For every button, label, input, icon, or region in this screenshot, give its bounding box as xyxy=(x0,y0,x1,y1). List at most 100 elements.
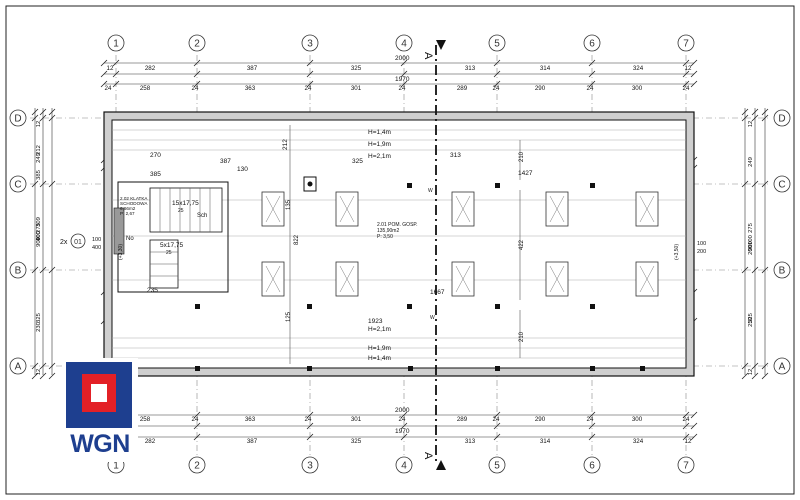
dim-left-2: 249 xyxy=(36,153,42,163)
tick-h-5-310 xyxy=(306,433,314,441)
axis-label-col-2: 2 xyxy=(194,461,200,472)
tick-h-2-686 xyxy=(682,80,690,88)
axis-bubble-col-4 xyxy=(395,456,413,474)
room-201-level: P: 3,50 xyxy=(377,234,393,240)
axis-bubble-side xyxy=(70,233,86,249)
logo-mark xyxy=(66,362,132,428)
tick-h-0-104 xyxy=(100,59,108,67)
tick-v-2-376 xyxy=(48,372,56,380)
axis-label-col-7: 7 xyxy=(683,461,689,472)
dim-135-a: 135 xyxy=(286,199,292,210)
height-2-1-top: H=2,1m xyxy=(368,153,391,160)
dim-right-1: 249 xyxy=(748,157,754,167)
dim-top-row2-10: 24 xyxy=(587,85,594,92)
axis-label-col-2: 2 xyxy=(194,39,200,50)
dim-bottom-row2-4: 313 xyxy=(465,438,476,445)
height-2-1-bottom: H=2,1m xyxy=(368,326,391,333)
dim-bottom-row1-1: 258 xyxy=(140,416,151,423)
axis-bubble-col-3 xyxy=(301,456,319,474)
axis-bubble-col-7 xyxy=(677,34,695,52)
vent-label-bottom: W xyxy=(430,315,435,321)
tick-v-5-270 xyxy=(761,266,769,274)
tick-v-2-366 xyxy=(48,362,56,370)
axis-label-row-C: C xyxy=(778,180,785,191)
axis-label-side: 01 xyxy=(74,239,82,246)
axis-label-row-B: B xyxy=(15,266,22,277)
tick-h-2-404 xyxy=(400,80,408,88)
tick-h-0-686 xyxy=(682,59,690,67)
dim-385-inner: 385 xyxy=(150,171,161,178)
axis-bubble-col-5 xyxy=(488,34,506,52)
tick-h-2-197 xyxy=(193,80,201,88)
axis-bubble-row-D xyxy=(773,109,791,127)
dim-1923: 1923 xyxy=(368,318,383,325)
tick-v-2-184 xyxy=(48,180,56,188)
dim-top-row1-7: 12 xyxy=(685,65,692,72)
tick-h-5-404 xyxy=(400,433,408,441)
tick-h-3-694 xyxy=(690,411,698,419)
tick-v-2-270 xyxy=(48,266,56,274)
tick-v-3-112 xyxy=(741,108,749,116)
dim-top-row2-9: 290 xyxy=(535,85,546,92)
axis-label-col-1: 1 xyxy=(113,461,119,472)
tick-h-5-197 xyxy=(193,433,201,441)
dim-bottom-row2-5: 314 xyxy=(540,438,551,445)
tick-v-3-270 xyxy=(741,266,749,274)
dim-bottom-row1-10: 24 xyxy=(587,416,594,423)
axis-label-col-3: 3 xyxy=(307,461,313,472)
tick-v-2-118 xyxy=(48,114,56,122)
opening-right-w: 100 xyxy=(697,241,706,247)
axis-bubble-col-5 xyxy=(488,456,506,474)
tick-v-4-112 xyxy=(751,108,759,116)
tick-h-3-404 xyxy=(400,411,408,419)
tick-v-0-270 xyxy=(31,266,39,274)
height-1-9-bottom: H=1,9m xyxy=(368,345,391,352)
dim-top-row2-11: 300 xyxy=(632,85,643,92)
tick-h-2-116 xyxy=(112,80,120,88)
stair-room xyxy=(113,181,229,293)
dim-bottom-row1-5: 301 xyxy=(351,416,362,423)
dim-right-3: 100 xyxy=(748,235,754,245)
axis-bubble-col-7 xyxy=(677,456,695,474)
tick-v-0-112 xyxy=(31,108,39,116)
dim-422: 422 xyxy=(519,239,525,250)
dim-top-row2-2: 24 xyxy=(192,85,199,92)
dim-top-row1-3: 325 xyxy=(351,65,362,72)
tick-h-4-686 xyxy=(682,422,690,430)
dim-bottom-row1-2: 24 xyxy=(192,416,199,423)
drawing-frame xyxy=(5,5,795,495)
opening-left-h: 400 xyxy=(92,245,101,251)
dim-313-inner: 313 xyxy=(450,152,461,159)
dim-bottom-row1-6: 24 xyxy=(399,416,406,423)
tick-v-4-366 xyxy=(751,362,759,370)
tick-h-2-310 xyxy=(306,80,314,88)
dim-left-11: 12 xyxy=(36,369,42,375)
dim-right-4: 200 xyxy=(748,245,754,255)
level-left: (+3,30) xyxy=(118,244,124,260)
tick-h-1-592 xyxy=(588,70,596,78)
axis-bubble-row-B xyxy=(9,261,27,279)
dim-bottom-row1-8: 24 xyxy=(493,416,500,423)
axis-label-col-4: 4 xyxy=(401,39,407,50)
dim-bottom-row1-11: 300 xyxy=(632,416,643,423)
dim-bottom-row2-6: 324 xyxy=(633,438,644,445)
dim-top-row2-0: 24 xyxy=(105,85,112,92)
dim-left-0: 12 xyxy=(36,121,42,127)
dim-bottom-row1-7: 289 xyxy=(457,416,468,423)
dim-top-row1-1: 282 xyxy=(145,65,156,72)
dim-212-inner: 212 xyxy=(282,139,289,150)
tick-h-2-104 xyxy=(100,80,108,88)
axis-bubble-col-4 xyxy=(395,34,413,52)
vent-label-top: W xyxy=(428,188,433,194)
dim-822: 822 xyxy=(294,234,300,245)
tick-v-5-376 xyxy=(761,372,769,380)
section-label-bottom: A xyxy=(422,452,434,460)
height-1-4-bottom: H=1,4m xyxy=(368,355,391,362)
axis-bubble-col-6 xyxy=(583,456,601,474)
tick-h-0-310 xyxy=(306,59,314,67)
dim-1667: 1667 xyxy=(430,289,445,296)
tick-h-1-104 xyxy=(100,70,108,78)
stairs-upper-sub: 25 xyxy=(178,208,184,214)
